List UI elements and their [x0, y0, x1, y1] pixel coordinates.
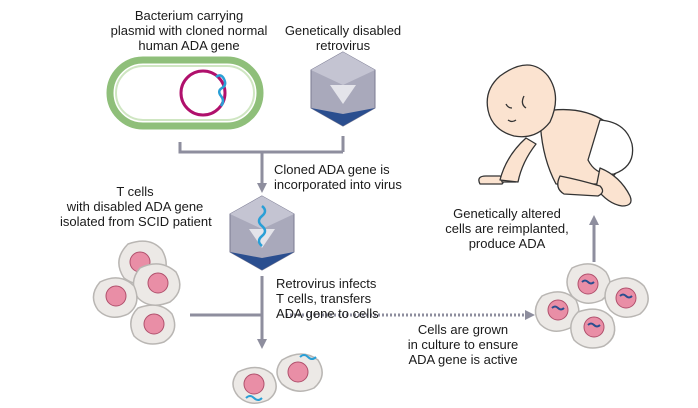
baby-arm: [499, 137, 537, 183]
ada-gene-squiggle: [619, 293, 633, 299]
t-cell-nucleus: [147, 272, 169, 294]
cell-nucleus: [243, 373, 265, 395]
cell-nucleus: [287, 361, 309, 383]
t-cell-nucleus: [105, 285, 127, 307]
ada-gene-squiggle: [215, 74, 227, 107]
label-line: Cloned ADA gene is: [274, 162, 390, 177]
label-line: produce ADA: [468, 236, 546, 251]
label-incorporated: Cloned ADA gene is incorporated into vir…: [274, 162, 414, 192]
t-cells-cluster: [92, 240, 181, 345]
cell-nucleus: [615, 287, 637, 309]
label-retrovirus: Genetically disabled retrovirus: [278, 23, 408, 53]
merge-arrow: [178, 136, 345, 193]
cultured-cells: [534, 263, 649, 349]
label-line: retrovirus: [315, 38, 371, 53]
label-infects: Retrovirus infects T cells, transfers AD…: [276, 276, 386, 321]
retrovirus-with-gene: [229, 195, 295, 271]
label-line: incorporated into virus: [274, 177, 402, 192]
label-line: Bacterium carrying: [134, 8, 244, 23]
cell-nucleus: [577, 273, 599, 295]
virus-face-center: [249, 229, 275, 248]
label-grown: Cells are grown in culture to ensure ADA…: [398, 322, 528, 367]
label-line: cells are reimplanted,: [445, 221, 569, 236]
virus-face-center: [330, 85, 356, 104]
infected-cells: [232, 353, 323, 404]
label-line: with disabled ADA gene: [66, 199, 204, 214]
ada-gene-squiggle: [257, 205, 267, 247]
ada-gene-squiggle: [551, 305, 565, 311]
baby-diaper: [587, 119, 634, 175]
label-reimplanted: Genetically altered cells are reimplante…: [432, 206, 582, 251]
virus-face-top: [230, 196, 294, 229]
bacterium-illustration: [106, 56, 264, 130]
cell-nucleus: [583, 316, 605, 338]
virus-face-bottom: [311, 108, 375, 126]
bacterium-wall: [106, 56, 264, 130]
baby-illustration: [478, 64, 634, 207]
ada-gene-squiggle: [299, 354, 317, 360]
ada-gene-squiggle: [587, 322, 601, 328]
label-line: ADA gene to cells: [276, 306, 379, 321]
ada-gene-squiggle: [245, 395, 263, 401]
label-line: human ADA gene: [138, 38, 240, 53]
label-line: Retrovirus infects: [276, 276, 377, 291]
label-bacterium: Bacterium carrying plasmid with cloned n…: [104, 8, 274, 53]
baby-ear: [521, 95, 527, 109]
baby-head: [486, 64, 557, 138]
label-line: ADA gene is active: [408, 352, 518, 367]
baby-eye: [505, 103, 513, 109]
label-line: Genetically disabled: [284, 23, 402, 38]
ada-gene-squiggle: [581, 279, 595, 285]
cell-nucleus: [547, 299, 569, 321]
virus-face-bottom: [230, 252, 294, 270]
baby-mouth: [507, 119, 517, 123]
plasmid-ring: [179, 69, 227, 117]
label-line: T cells, transfers: [276, 291, 372, 306]
label-line: Genetically altered: [453, 206, 561, 221]
virus-face-top: [311, 52, 375, 85]
baby-knee: [557, 175, 604, 197]
label-line: in culture to ensure: [407, 337, 519, 352]
label-tcells: T cells with disabled ADA gene isolated …: [60, 184, 212, 229]
infection-arrows: [190, 276, 267, 349]
label-line: Cells are grown: [417, 322, 509, 337]
retrovirus-top: [310, 51, 376, 127]
t-cell-nucleus: [143, 313, 165, 335]
bacterium-inner-wall: [115, 65, 255, 121]
label-line: T cells: [116, 184, 154, 199]
baby-leg: [595, 167, 632, 207]
label-line: isolated from SCID patient: [60, 214, 212, 229]
label-line: plasmid with cloned normal: [110, 23, 268, 38]
